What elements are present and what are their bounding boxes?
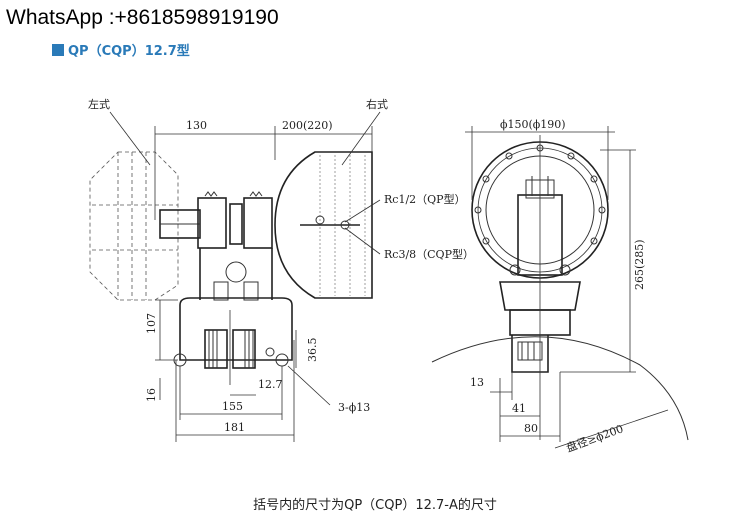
left-type-outline xyxy=(89,151,179,301)
dim-13: 13 xyxy=(470,376,484,389)
brake-pad-left xyxy=(204,329,228,369)
label-rc38: Rc3/8（CQP型） xyxy=(384,247,474,261)
right-type-cylinder xyxy=(274,151,373,299)
caption: 括号内的尺寸为QP（CQP）12.7-A的尺寸 xyxy=(253,498,497,513)
dim-hole: 3-ϕ13 xyxy=(338,401,370,414)
dim-80: 80 xyxy=(524,422,538,435)
dim-155: 155 xyxy=(222,400,243,413)
title-square-icon xyxy=(52,43,64,56)
caliper-body xyxy=(179,297,293,361)
front-view: ϕ150(ϕ190) 265(285) 13 41 80 盘径≥ϕ200 xyxy=(431,118,689,455)
label-disc-dia: 盘径≥ϕ200 xyxy=(564,421,625,455)
section-title: QP（CQP）12.7型 xyxy=(52,40,190,59)
dim-16: 16 xyxy=(145,388,158,402)
brake-disc-arc xyxy=(431,336,689,441)
dim-200: 200(220) xyxy=(282,119,333,132)
dim-41: 41 xyxy=(512,402,526,415)
label-left-type: 左式 xyxy=(88,98,110,111)
dim-265: 265(285) xyxy=(633,239,646,290)
label-rc12: Rc1/2（QP型） xyxy=(384,192,466,206)
dim-36-5: 36.5 xyxy=(306,338,319,363)
whatsapp-watermark: WhatsApp :+8618598919190 xyxy=(6,6,279,29)
dim-130: 130 xyxy=(186,119,207,132)
dim-150: ϕ150(ϕ190) xyxy=(500,118,566,131)
dim-181: 181 xyxy=(224,421,245,434)
label-right-type: 右式 xyxy=(366,97,388,111)
brake-pad-right xyxy=(232,329,256,369)
dim-107: 107 xyxy=(145,313,158,334)
side-view: 左式 右式 130 200(220) Rc1/2（QP型） Rc3/8（CQP型… xyxy=(88,97,474,442)
section-title-text: QP（CQP）12.7型 xyxy=(68,44,190,59)
dim-12-7: 12.7 xyxy=(258,378,283,391)
